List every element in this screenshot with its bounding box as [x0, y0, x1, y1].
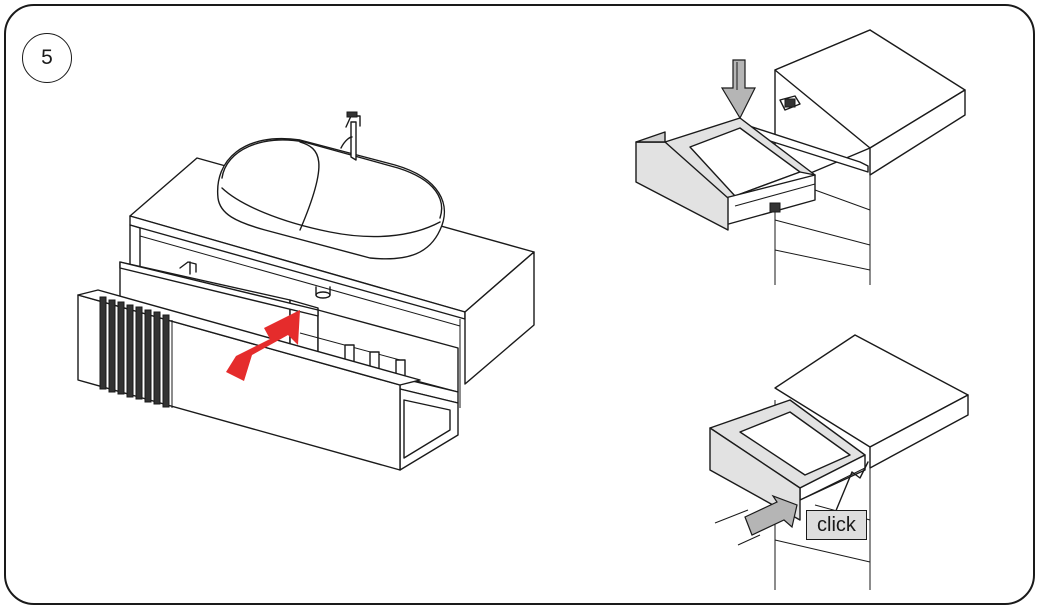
drain-pipe: [315, 291, 331, 299]
vessel-basin: [217, 111, 445, 260]
page-frame: [4, 4, 1035, 605]
vanity-cabinet-illustration: [77, 111, 535, 471]
open-drawer: [77, 261, 459, 471]
detail-place-drawer-on-runners: [635, 29, 966, 285]
step-number-badge: 5: [22, 33, 72, 83]
push-in-arrow-icon: [714, 494, 798, 546]
press-down-arrow-icon: [720, 59, 756, 120]
push-drawer-front: [709, 427, 801, 521]
detail-push-drawer-click: [709, 334, 969, 590]
wall-fitting: [179, 261, 197, 275]
insert-direction-arrow-icon: [226, 310, 300, 381]
fluted-slats: [99, 296, 170, 408]
basin-faucet: [350, 121, 357, 161]
click-callout-label: click: [806, 510, 867, 540]
